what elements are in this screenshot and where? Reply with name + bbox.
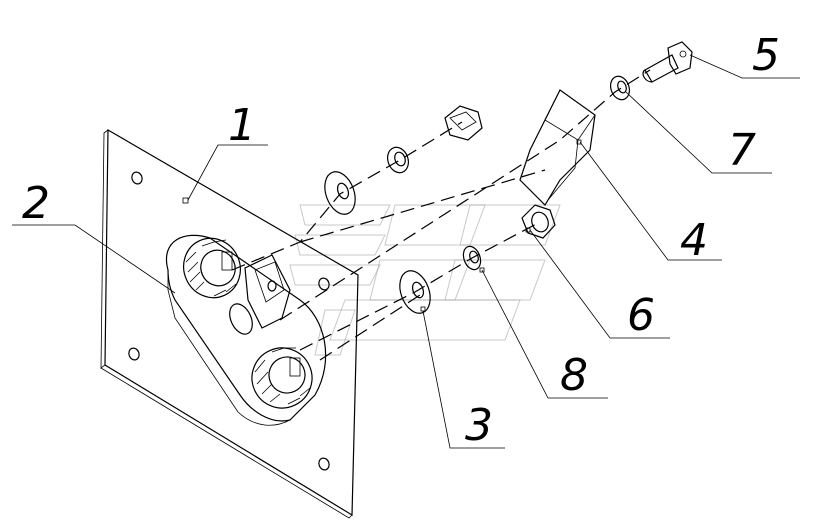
assembly-axes xyxy=(231,69,651,361)
callout-1: 1 xyxy=(228,100,256,151)
bracket-body xyxy=(165,234,327,426)
callout-6: 6 xyxy=(627,290,655,341)
watermark-logo xyxy=(289,204,561,356)
bolt xyxy=(642,41,693,83)
angle-bracket xyxy=(519,89,596,206)
spring-washer-upper xyxy=(387,146,409,174)
flat-washer xyxy=(399,270,431,314)
callout-2: 2 xyxy=(22,178,50,229)
callout-8: 8 xyxy=(560,350,588,401)
callout-5: 5 xyxy=(752,30,780,81)
leader-lines xyxy=(12,54,800,449)
flat-washer-upper xyxy=(324,171,356,215)
callout-3: 3 xyxy=(465,400,493,451)
callout-4: 4 xyxy=(680,215,708,266)
mounting-plate xyxy=(100,128,359,519)
hex-nut xyxy=(521,204,556,239)
washer-small xyxy=(609,75,631,101)
hex-nut-upper xyxy=(444,105,483,141)
callout-7: 7 xyxy=(728,125,756,176)
